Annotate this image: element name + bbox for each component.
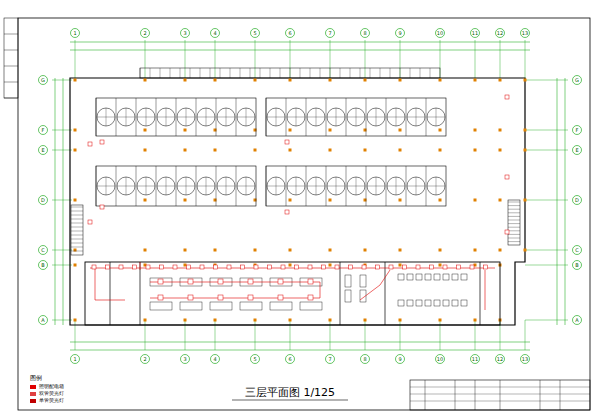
axis-number: 3	[183, 357, 186, 362]
axis-number: 8	[363, 31, 366, 36]
axis-number: G	[41, 78, 45, 83]
axis-number: C	[41, 248, 45, 253]
axis-number: 12	[497, 31, 503, 36]
axis-number: 4	[213, 31, 216, 36]
axis-number: A	[575, 318, 578, 323]
axis-number: 10	[437, 357, 443, 362]
axis-number: E	[41, 148, 44, 153]
axis-number: 5	[253, 31, 256, 36]
axis-number: F	[576, 128, 579, 133]
drawing-title: 三层平面图 1/125	[245, 387, 335, 398]
axis-number: 3	[183, 31, 186, 36]
legend-text: 单管荧光灯	[39, 398, 64, 403]
legend-entry: 单管荧光灯	[30, 398, 64, 403]
axis-number: 11	[472, 357, 478, 362]
axis-number: 1	[73, 31, 76, 36]
axis-number: 10	[437, 31, 443, 36]
legend-swatch	[30, 392, 36, 396]
axis-number: B	[575, 263, 578, 268]
legend-text: 照明配电箱	[39, 384, 64, 389]
axis-number: 13	[522, 357, 528, 362]
legend-swatch	[30, 385, 36, 389]
axis-number: D	[575, 198, 579, 203]
axis-number: 1	[73, 357, 76, 362]
legend-entry: 照明配电箱	[30, 384, 64, 389]
axis-number: 2	[143, 357, 146, 362]
axis-number: 7	[328, 357, 331, 362]
axis-number: 2	[143, 31, 146, 36]
legend-swatch	[30, 399, 36, 403]
legend-heading: 图例	[30, 375, 42, 381]
axis-number: 6	[288, 31, 291, 36]
axis-number: E	[575, 148, 578, 153]
axis-number: 8	[363, 357, 366, 362]
axis-number: 11	[472, 31, 478, 36]
axis-number: 7	[328, 31, 331, 36]
axis-number: A	[41, 318, 44, 323]
axis-number: 9	[398, 31, 401, 36]
axis-number: 9	[398, 357, 401, 362]
axis-number: G	[575, 78, 579, 83]
axis-number: 4	[213, 357, 216, 362]
axis-number: 5	[253, 357, 256, 362]
axis-number: 12	[497, 357, 503, 362]
axis-number: B	[41, 263, 44, 268]
legend-entry: 双管荧光灯	[30, 391, 64, 396]
axis-number: F	[42, 128, 45, 133]
axis-number: 13	[522, 31, 528, 36]
axis-number: C	[575, 248, 579, 253]
legend-text: 双管荧光灯	[39, 391, 64, 396]
axis-number: D	[41, 198, 45, 203]
axis-number: 6	[288, 357, 291, 362]
